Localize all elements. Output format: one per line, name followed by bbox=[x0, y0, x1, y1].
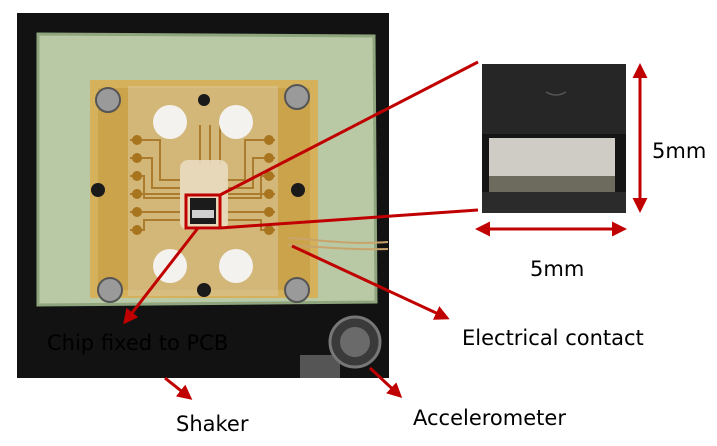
chip-zoom-inset bbox=[482, 64, 626, 213]
chip-highlight-box bbox=[184, 193, 222, 230]
shaker-pointer-arrow bbox=[164, 376, 193, 400]
chip-pointer-arrow bbox=[123, 227, 200, 325]
contact-pads bbox=[132, 135, 274, 235]
electrical-contact-label: Electrical contact bbox=[462, 326, 644, 350]
accelerometer-pointer-arrow bbox=[368, 366, 403, 399]
zoom-line-bottom bbox=[219, 208, 479, 230]
chip-zoom-membrane bbox=[489, 138, 615, 176]
accelerometer-sensor bbox=[300, 315, 382, 378]
shaker-label: Shaker bbox=[176, 412, 249, 436]
wire bbox=[287, 237, 389, 244]
dimension-vertical-label: 5mm bbox=[652, 139, 707, 163]
dimension-horizontal-label: 5mm bbox=[530, 257, 585, 281]
accelerometer-label: Accelerometer bbox=[413, 406, 566, 430]
chip-label: Chip fixed to PCB bbox=[47, 331, 229, 355]
metal-screws bbox=[95, 84, 310, 303]
zoom-line-top bbox=[219, 60, 479, 197]
electrical-pointer-arrow bbox=[291, 244, 450, 320]
board-holes bbox=[91, 94, 305, 297]
